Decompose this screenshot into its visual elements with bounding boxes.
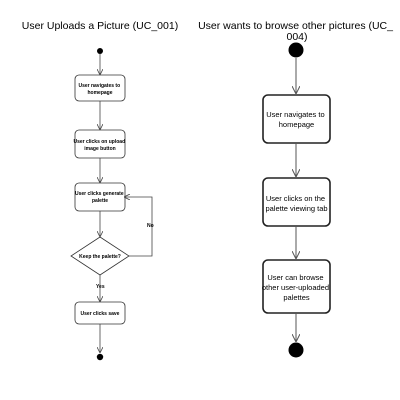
decision-label: Keep the palette? (79, 254, 121, 260)
initial-node (288, 42, 304, 58)
action-node: User can browse other user-uploaded pale… (262, 259, 331, 314)
action-label: User clicks on the palette viewing tab (265, 194, 327, 213)
final-node (96, 353, 104, 361)
initial-node (97, 48, 103, 54)
diagram-browse-pictures: User wants to browse other pictures (UC_… (198, 20, 396, 358)
action-node: User clicks generate palette (74, 182, 126, 212)
guard-label-no: No (147, 223, 154, 229)
action-node: User clicks on the palette viewing tab (262, 177, 331, 227)
action-node: User clicks on upload image button (73, 129, 126, 159)
action-label: User can browse other user-uploaded pale… (262, 273, 331, 302)
flow-arrow-no (125, 197, 153, 257)
action-node: User navigates to homepage (74, 74, 126, 102)
decision-node: Keep the palette? (70, 236, 130, 276)
action-node: User clicks save (74, 301, 126, 325)
guard-label-yes: Yes (96, 284, 105, 290)
action-label: User clicks generate palette (75, 191, 125, 204)
final-node (288, 342, 304, 358)
action-node: User navigates to homepage (262, 94, 331, 144)
action-label: User clicks on upload image button (73, 139, 126, 152)
action-label: User navigates to homepage (78, 83, 121, 96)
diagram-upload-picture: User Uploads a Picture (UC_001) User nav… (22, 20, 178, 361)
action-label: User navigates to homepage (266, 110, 326, 129)
action-label: User clicks save (81, 311, 120, 317)
diagram-title: User wants to browse other pictures (UC_… (198, 20, 396, 43)
diagram-title: User Uploads a Picture (UC_001) (22, 20, 178, 32)
